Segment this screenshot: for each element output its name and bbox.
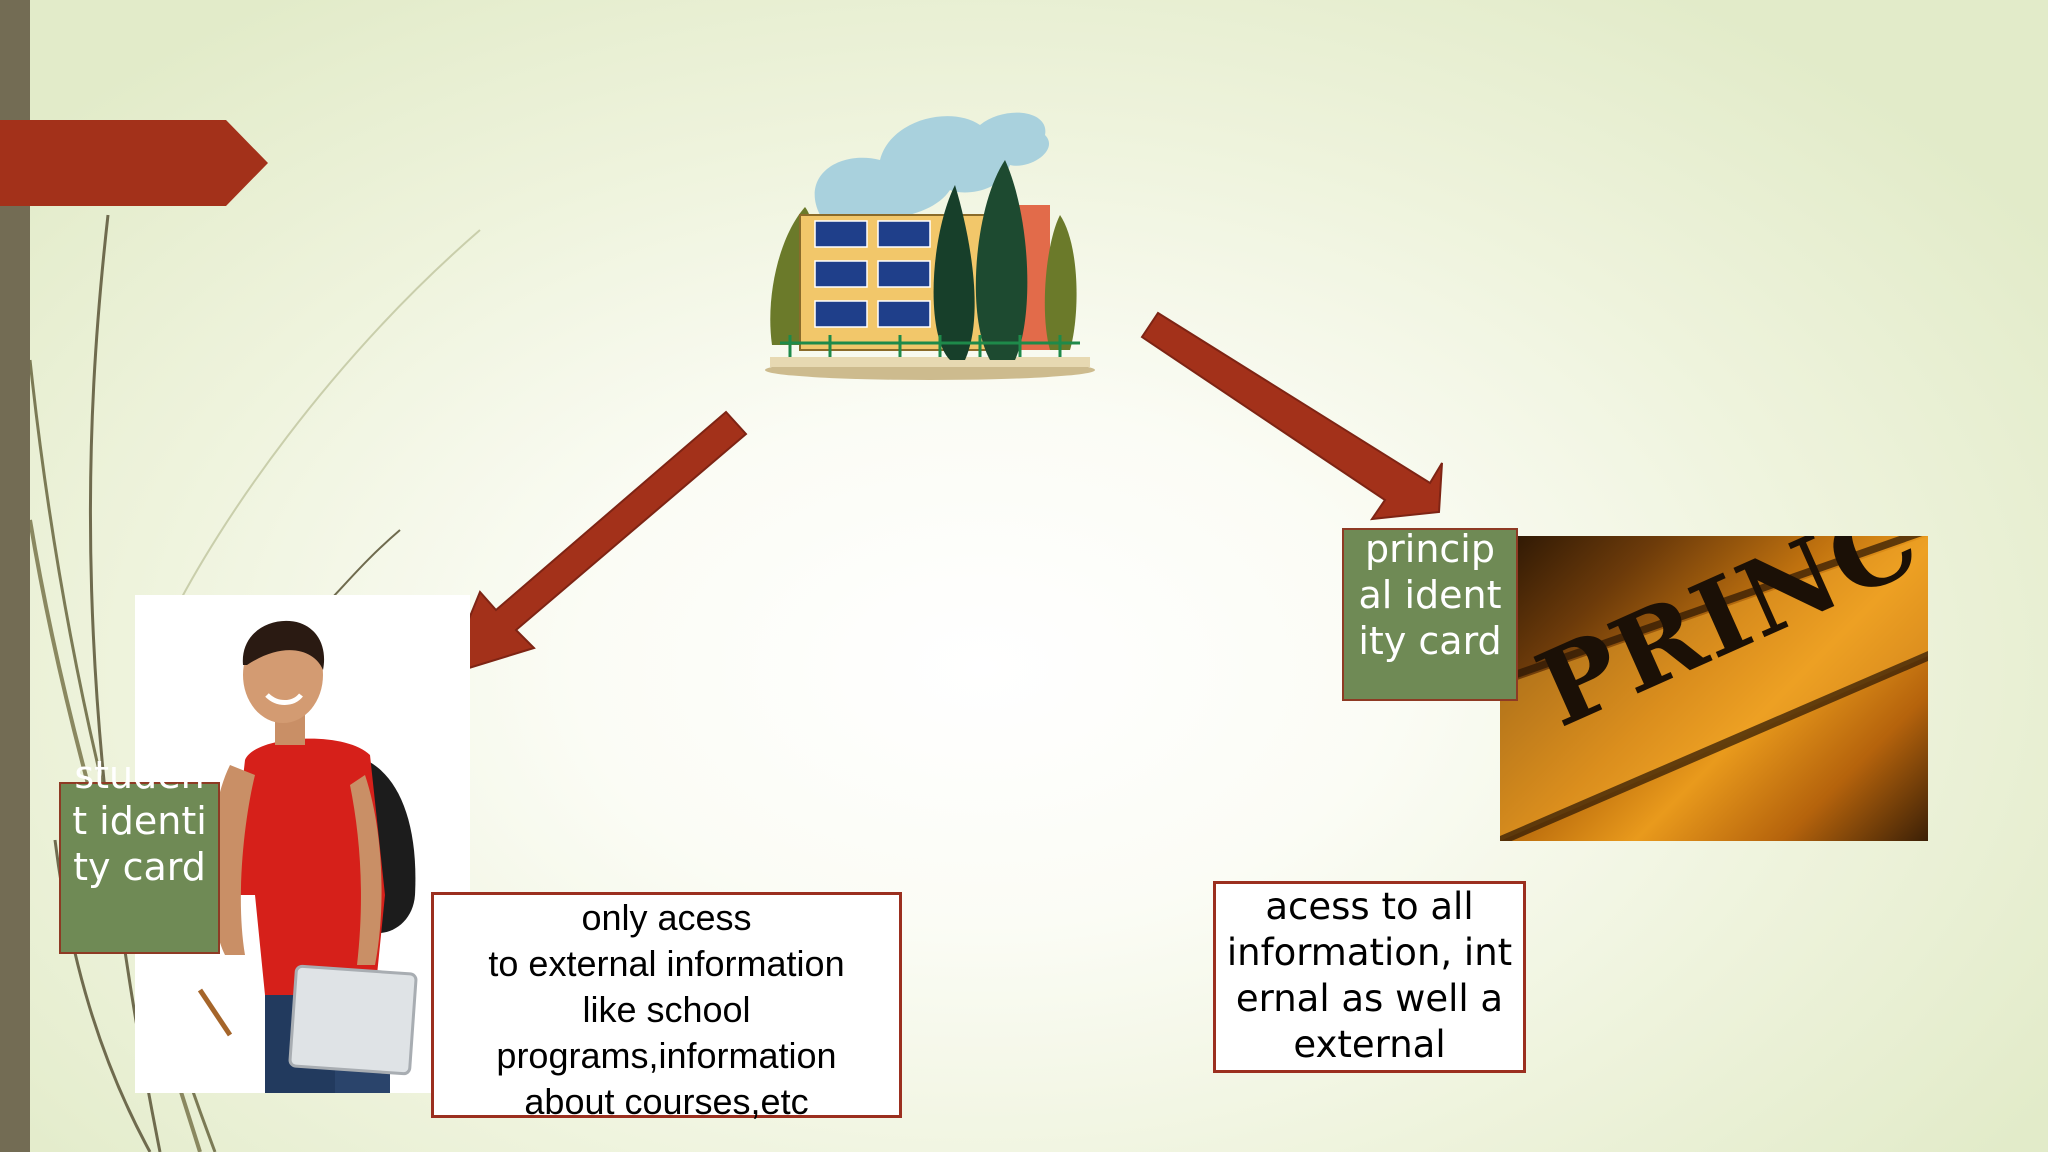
student-access-line: programs,information xyxy=(496,1035,837,1076)
principal-access-line: information, int xyxy=(1226,931,1513,974)
student-access-textbox: only acess to external information like … xyxy=(431,892,902,1122)
arrow-to-student xyxy=(444,410,748,677)
principal-nameplate-photo: PRINCIPAL xyxy=(1500,536,1928,841)
principal-access-textbox: acess to all information, int ernal as w… xyxy=(1213,881,1526,1073)
student-identity-card-label: student identity card xyxy=(59,753,220,954)
principal-identity-card-label: principal identity card xyxy=(1342,528,1518,701)
student-identity-card-text: student identity card xyxy=(72,753,207,889)
principal-access-line: external xyxy=(1293,1023,1446,1066)
chevron-banner xyxy=(0,120,268,206)
student-access-line: about courses,etc xyxy=(524,1081,809,1122)
principal-access-line: ernal as well a xyxy=(1235,977,1504,1020)
principal-access-line: acess to all xyxy=(1265,885,1474,928)
student-with-backpack-photo xyxy=(135,595,470,1093)
arrow-to-principal xyxy=(1140,311,1443,521)
student-access-line: only acess xyxy=(581,897,752,938)
principal-identity-card-text: principal identity card xyxy=(1358,528,1502,663)
student-access-line: to external information xyxy=(488,943,845,984)
student-access-line: like school xyxy=(582,989,751,1030)
school-building-icon xyxy=(765,112,1095,380)
